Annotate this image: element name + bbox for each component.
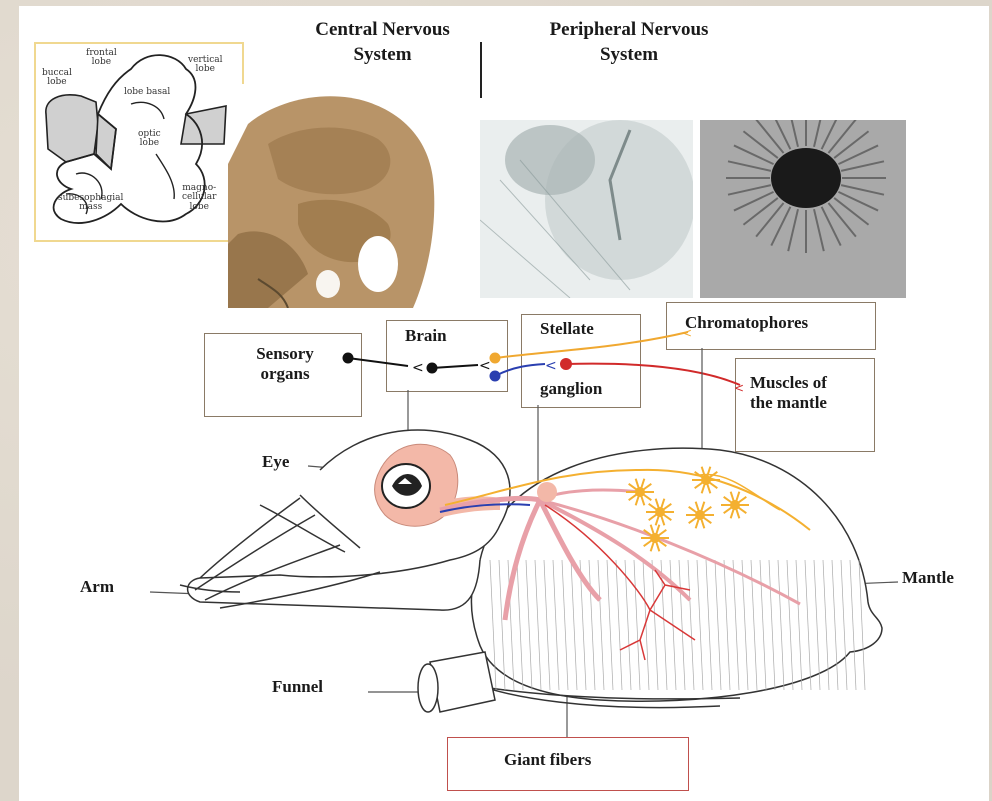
header-divider [480,42,482,98]
sensory-organs-label: Sensory organs [235,344,335,385]
frontal-lobe-label: lobe [86,58,117,67]
brain-section-photo [228,84,440,308]
brain-map-label-basal: lobe basal [124,88,170,97]
cns-header: Central Nervous System [290,18,475,67]
pns-header: Peripheral Nervous System [518,18,740,67]
brain-box: Brain [386,320,508,392]
vertical-lobe-label: lobe [188,65,223,74]
sensory-organs-box: Sensory organs [204,333,362,417]
brain-map-label-buccal: buccal lobe [42,69,72,88]
buccal-lobe-label: lobe [42,78,72,87]
pns-header-line2: System [518,43,740,68]
cns-header-line2: System [290,43,475,68]
brain-map-label-frontal: frontal lobe [86,49,117,68]
muscles-line1: Muscles of [750,373,827,393]
giant-fibers-box: Giant fibers [447,737,689,791]
brain-label: Brain [405,326,447,346]
cns-header-line1: Central Nervous [290,18,475,43]
giant-fibers-label: Giant fibers [504,750,591,770]
optic-lobe-label: lobe [138,139,161,148]
peripheral-nerve-image [480,120,693,298]
funnel-label: Funnel [272,677,323,697]
brain-map-label-subesophageal: subesophagial mass [58,194,123,213]
stellate-label: Stellate [540,319,594,339]
ganglion-label: ganglion [540,379,602,399]
brain-map-label-vertical: vertical lobe [188,56,223,75]
muscles-label: Muscles of the mantle [750,373,827,414]
lobe-basal-label: lobe basal [124,88,170,97]
chromatophore-photo [700,120,906,298]
brain-map-label-magnocellular: magno- cellular lobe [182,184,216,212]
magno-lobe-label: lobe [182,203,216,212]
subesophageal-mass-label: mass [58,203,123,212]
muscles-mantle-box: Muscles of the mantle [735,358,875,452]
sensory-line1: Sensory [235,344,335,364]
eye-label: Eye [262,452,289,472]
chromatophores-label: Chromatophores [685,313,808,333]
pns-header-line1: Peripheral Nervous [518,18,740,43]
sensory-line2: organs [235,364,335,384]
chromatophores-box: Chromatophores [666,302,876,350]
arm-label: Arm [80,577,114,597]
peripheral-nerve-photo [480,120,693,298]
mantle-label: Mantle [902,568,954,588]
brain-lobe-map: frontal lobe vertical lobe buccal lobe l… [34,42,244,242]
stellate-ganglion-box: Stellate ganglion [521,314,641,408]
muscles-line2: the mantle [750,393,827,413]
brain-map-label-optic: optic lobe [138,130,161,149]
chromatophore-image [700,120,906,298]
brain-section-image [228,84,440,308]
